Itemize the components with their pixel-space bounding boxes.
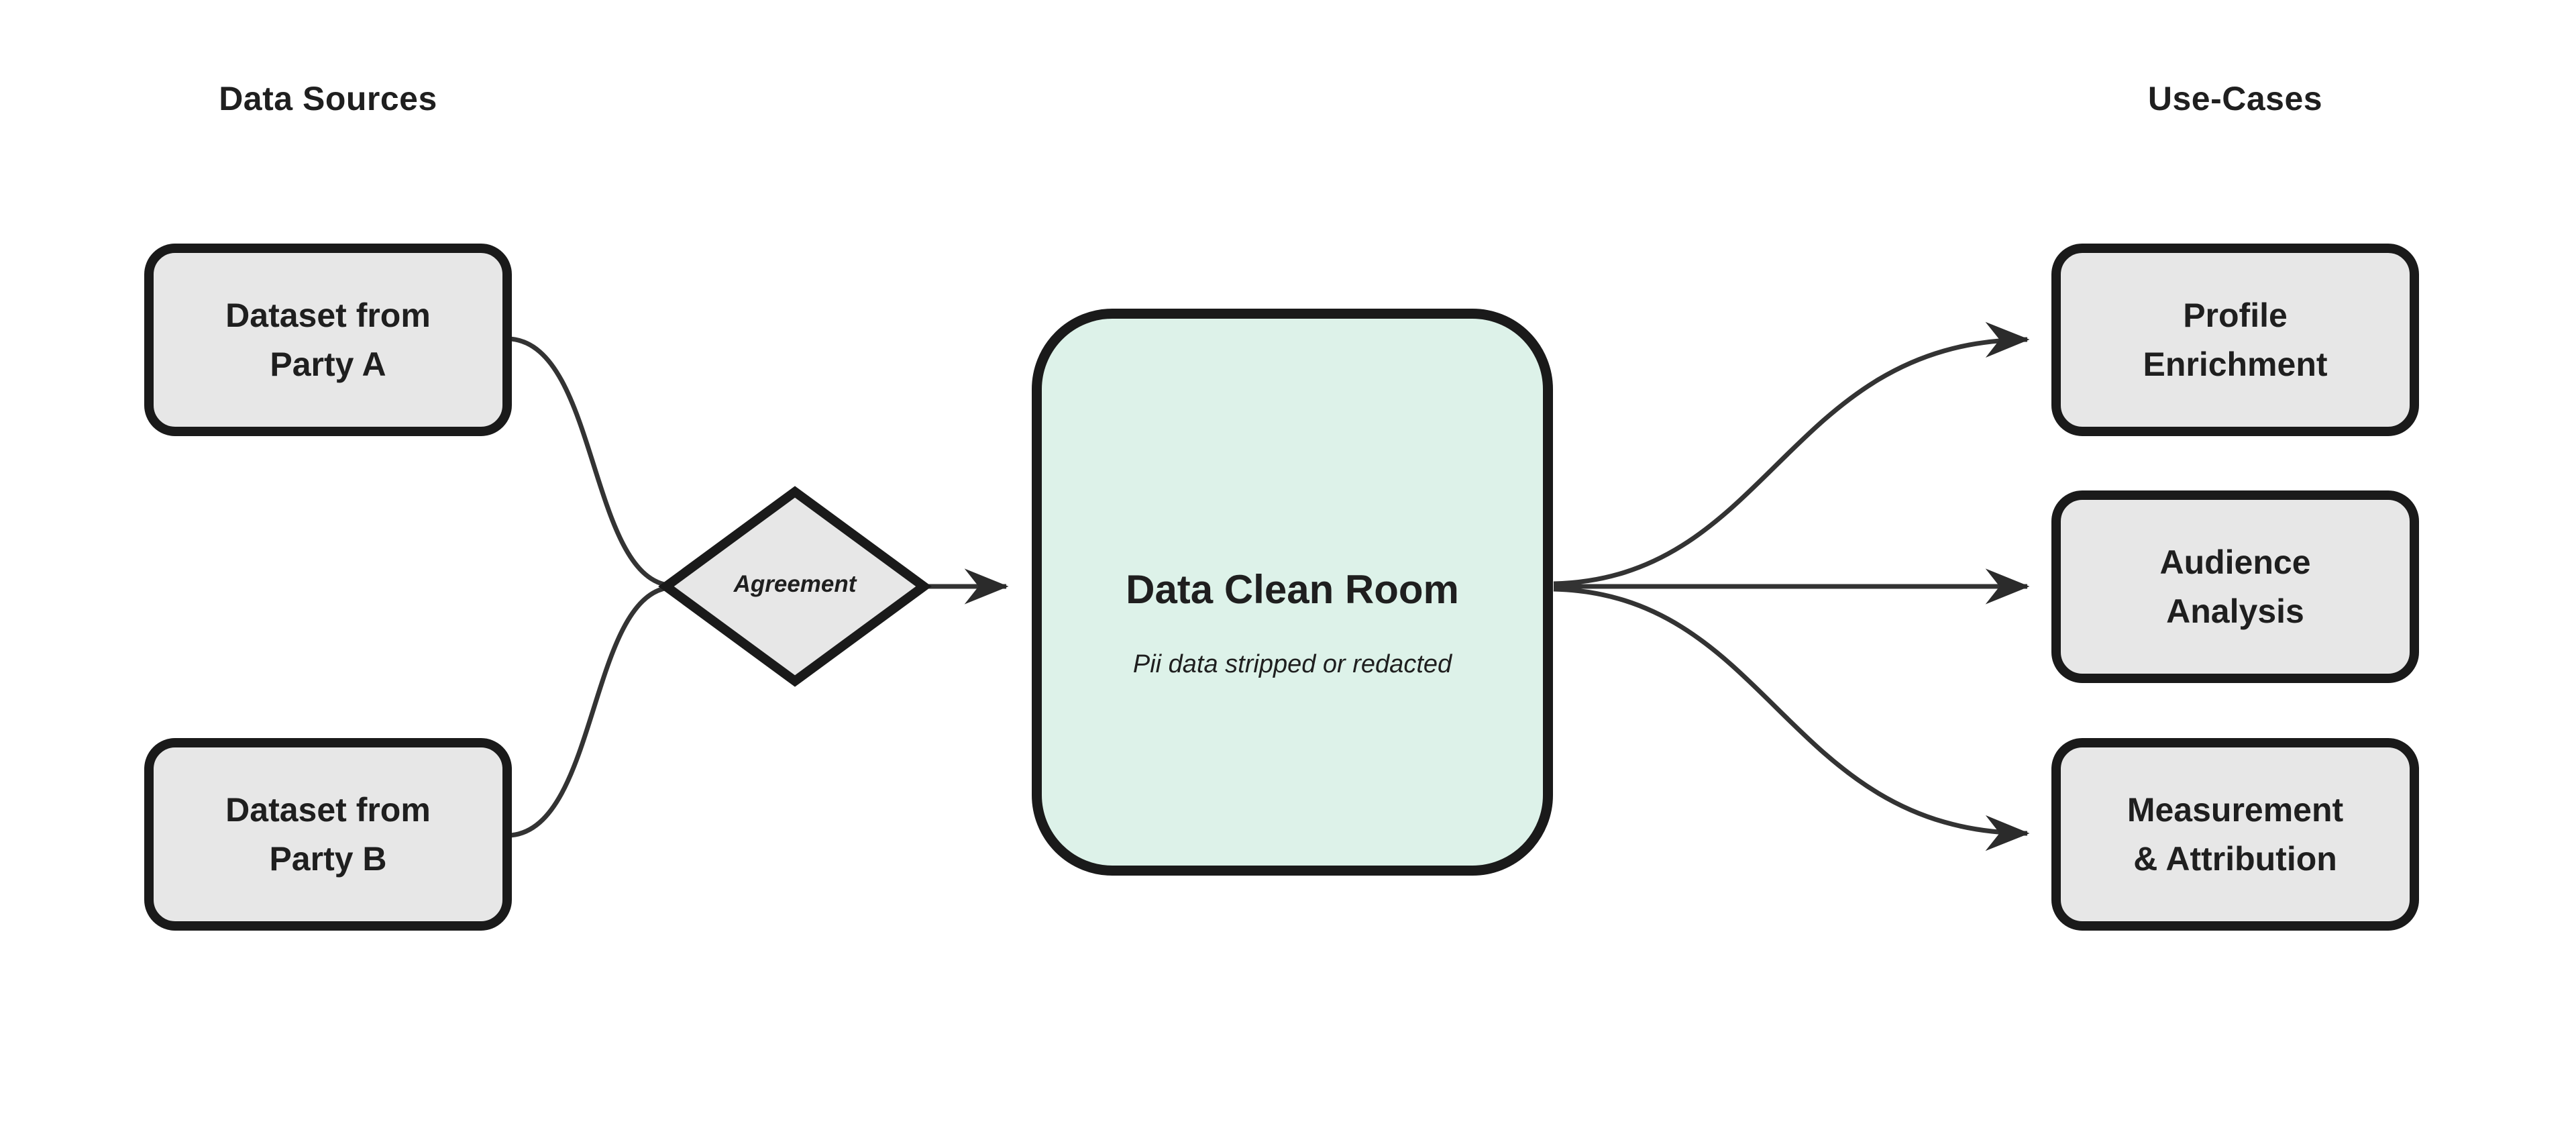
clean-room-title: Data Clean Room (1126, 566, 1459, 612)
agreement-label: Agreement (733, 571, 857, 597)
node-dataset-party-b: Dataset from Party B (144, 738, 512, 931)
node-label-line: Party A (270, 345, 386, 383)
node-label-line: & Attribution (2133, 839, 2337, 878)
node-label-line: Analysis (2166, 592, 2304, 630)
node-label-line: Party B (269, 839, 387, 878)
node-label-line: Profile (2183, 297, 2288, 334)
node-label-line: Measurement (2127, 791, 2344, 829)
node-audience-analysis: Audience Analysis (2051, 490, 2419, 683)
node-label-line: Audience (2159, 543, 2311, 581)
node-label-line: Dataset from (225, 791, 431, 829)
node-dataset-party-a: Dataset from Party A (144, 244, 512, 436)
node-data-clean-room: Data Clean Room Pii data stripped or red… (1032, 309, 1553, 876)
node-measurement-attribution: Measurement & Attribution (2051, 738, 2419, 931)
node-profile-enrichment: Profile Enrichment (2051, 244, 2419, 436)
data-sources-header: Data Sources (219, 80, 437, 117)
use-cases-header: Use-Cases (2147, 80, 2323, 117)
clean-room-subtitle: Pii data stripped or redacted (1132, 649, 1452, 678)
node-label-line: Enrichment (2143, 345, 2328, 383)
node-label-line: Dataset from (225, 297, 431, 334)
